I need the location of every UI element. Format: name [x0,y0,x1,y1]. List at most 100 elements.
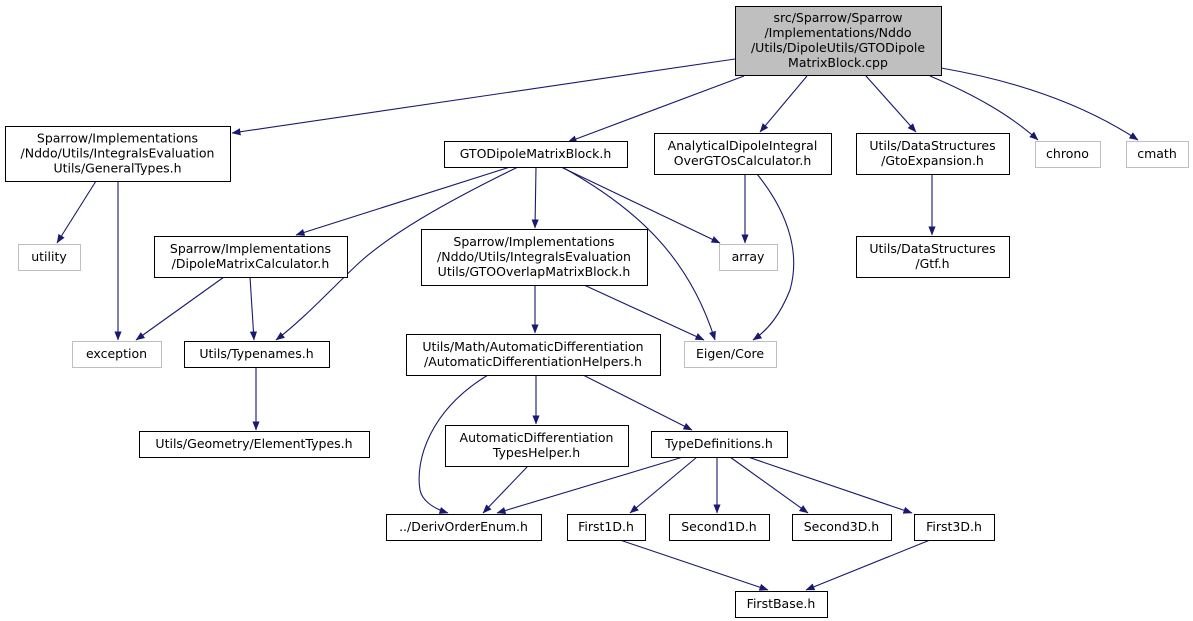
node-box [654,133,832,175]
edge-auto-diff-types-to-deriv-order [482,465,529,514]
node-box [856,133,1010,175]
edge-gto-dipole-block-to-eigen-core [561,166,716,341]
node-general-types[interactable]: Sparrow/Implementations/Nddo/Utils/Integ… [5,126,231,182]
node-box [406,334,661,376]
edge-root-to-general-types [231,58,736,136]
node-analytical-dipole[interactable]: AnalyticalDipoleIntegralOverGTOsCalculat… [654,133,832,175]
node-exception[interactable]: exception [72,341,162,368]
node-label-line: /GtoExpansion.h [881,153,984,168]
edge-type-definitions-to-first3d [747,456,913,514]
node-box [5,126,231,182]
edge-auto-diff-helpers-to-deriv-order [418,374,489,514]
node-label-line: /Utils/DipoleUtils/GTODipole [751,40,925,55]
edge-layer [56,58,1139,591]
node-label-line: /AutomaticDifferentiationHelpers.h [424,354,642,369]
edge-type-definitions-to-first1d [629,456,698,514]
edge-root-to-gto-expansion [865,75,917,133]
node-box [719,244,778,271]
node-first1d[interactable]: First1D.h [567,514,646,541]
node-eigen-core[interactable]: Eigen/Core [684,341,777,368]
node-gto-expansion[interactable]: Utils/DataStructures/GtoExpansion.h [856,133,1010,175]
node-box [386,514,542,541]
node-label-line: Utils/Math/AutomaticDifferentiation [422,339,643,354]
node-label-line: array [732,249,765,264]
node-cmath[interactable]: cmath [1126,141,1189,168]
edge-dipole-calc-to-exception [135,276,225,341]
node-dipole-calc[interactable]: Sparrow/Implementations/DipoleMatrixCalc… [154,236,348,278]
node-label-line: Sparrow/Implementations [37,131,198,146]
node-label-line: /Nddo/Utils/IntegralsEvaluation [21,146,215,161]
node-box [18,244,81,271]
node-gto-dipole-block[interactable]: GTODipoleMatrixBlock.h [444,141,628,168]
node-label-line: utility [31,249,67,264]
node-chrono[interactable]: chrono [1035,141,1101,168]
node-box [444,141,628,168]
node-label-line: Utils/DataStructures [869,241,995,256]
node-box [669,514,770,541]
node-typenames[interactable]: Utils/Typenames.h [184,341,330,368]
node-box [421,229,648,286]
node-label-line: Utils/GeneralTypes.h [53,161,181,176]
node-label-line: /DipoleMatrixCalculator.h [172,256,330,271]
node-label-line: Second3D.h [804,519,879,534]
edge-general-types-to-utility [56,180,97,244]
node-box [1035,141,1101,168]
node-box [735,6,942,76]
node-label-line: First3D.h [926,519,982,534]
node-first-base[interactable]: FirstBase.h [735,591,828,618]
node-second1d[interactable]: Second1D.h [669,514,770,541]
node-gto-overlap[interactable]: Sparrow/Implementations/Nddo/Utils/Integ… [421,229,648,286]
node-label-line: AutomaticDifferentiation [460,430,614,445]
edge-root-to-cmath [940,67,1139,141]
node-box [856,236,1010,278]
edge-type-definitions-to-second3d [729,456,809,514]
edge-gto-overlap-to-eigen-core [583,284,705,341]
node-label-line: /Gtf.h [915,256,949,271]
node-label-line: TypesHelper.h [492,445,580,460]
edge-dipole-calc-to-typenames [249,276,258,341]
node-label-line: /Nddo/Utils/IntegralsEvaluation [437,249,631,264]
node-auto-diff-helpers[interactable]: Utils/Math/AutomaticDifferentiation/Auto… [406,334,661,376]
edge-gto-dipole-block-to-array [560,166,721,244]
node-label-line: MatrixBlock.cpp [788,55,888,70]
node-label-line: src/Sparrow/Sparrow [773,10,902,25]
edge-first1d-to-first-base [619,539,769,591]
node-box [567,514,646,541]
node-array[interactable]: array [719,244,778,271]
node-root[interactable]: src/Sparrow/Sparrow/Implementations/Nddo… [735,6,942,76]
node-layer: src/Sparrow/Sparrow/Implementations/Nddo… [5,6,1189,618]
node-box [154,236,348,278]
node-label-line: Utils/DataStructures [869,138,995,153]
node-label-line: First1D.h [578,519,634,534]
node-box [914,514,995,541]
node-gtf[interactable]: Utils/DataStructures/Gtf.h [856,236,1010,278]
node-label-line: AnalyticalDipoleIntegral [668,138,818,153]
node-label-line: Sparrow/Implementations [170,241,331,256]
node-label-line: FirstBase.h [747,596,816,611]
edge-gto-dipole-block-to-typenames [275,166,519,341]
node-label-line: exception [86,346,147,361]
edge-gto-dipole-block-to-dipole-calc [295,166,511,236]
node-second3d[interactable]: Second3D.h [792,514,892,541]
edge-gto-dipole-block-to-gto-overlap [531,166,539,229]
node-label-line: ../DerivOrderEnum.h [399,519,528,534]
node-deriv-order[interactable]: ../DerivOrderEnum.h [386,514,542,541]
node-label-line: Eigen/Core [696,346,764,361]
node-box [139,431,370,458]
node-box [445,425,629,467]
node-box [651,431,788,458]
node-label-line: cmath [1137,146,1177,161]
node-box [184,341,330,368]
edge-root-to-analytical-dipole [759,75,808,133]
node-type-definitions[interactable]: TypeDefinitions.h [651,431,788,458]
node-element-types[interactable]: Utils/Geometry/ElementTypes.h [139,431,370,458]
node-utility[interactable]: utility [18,244,81,271]
edge-type-definitions-to-deriv-order [496,456,684,514]
edge-root-to-chrono [929,75,1039,141]
node-first3d[interactable]: First3D.h [914,514,995,541]
edge-analytical-dipole-to-eigen-core [752,173,795,341]
node-box [792,514,892,541]
node-box [735,591,828,618]
